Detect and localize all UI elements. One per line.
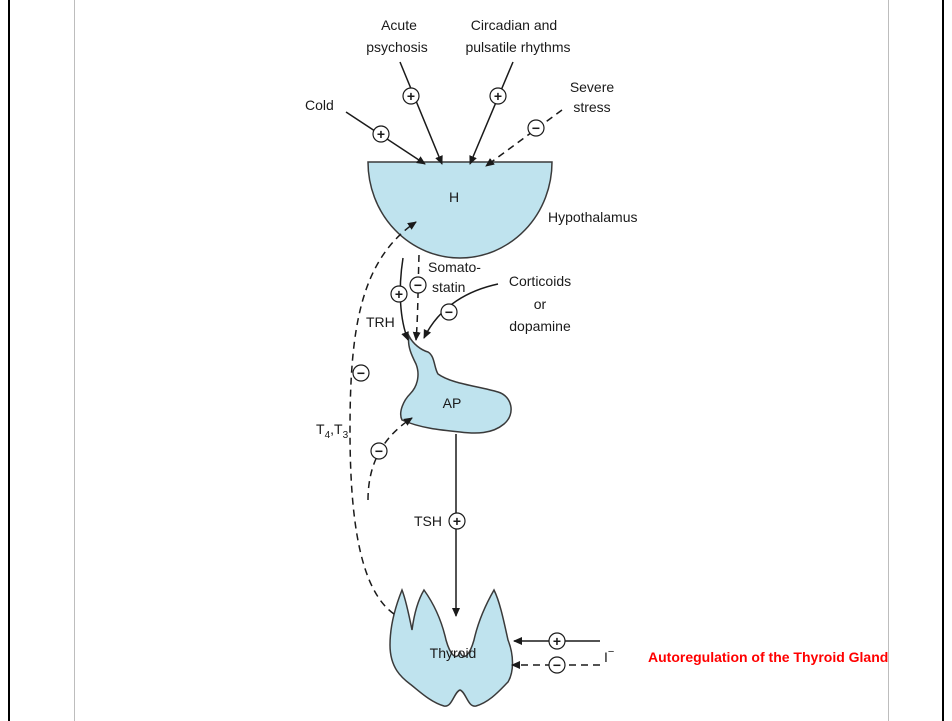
somatostatin-label-line2: statin bbox=[432, 279, 465, 295]
tsh-label: TSH bbox=[414, 513, 442, 529]
somatostatin-arrow bbox=[416, 255, 419, 340]
corticoids-label-line3: dopamine bbox=[509, 318, 571, 334]
sign-cold-plus: + bbox=[373, 126, 389, 142]
hypothalamus-letter: H bbox=[449, 189, 459, 205]
acute-psychosis-label-line1: Acute bbox=[381, 17, 417, 33]
sign-circadian-plus: + bbox=[490, 88, 506, 104]
severe-stress-label-line2: stress bbox=[573, 99, 610, 115]
trh-label: TRH bbox=[366, 314, 395, 330]
sign-severe-stress-minus: − bbox=[528, 120, 544, 136]
svg-text:+: + bbox=[553, 633, 561, 649]
sign-t4t3-hypothalamus-minus: − bbox=[353, 365, 369, 381]
svg-text:−: − bbox=[357, 365, 365, 381]
hypothalamus-label: Hypothalamus bbox=[548, 209, 638, 225]
svg-text:+: + bbox=[395, 286, 403, 302]
sign-tsh-plus: + bbox=[449, 513, 465, 529]
corticoids-label-line1: Corticoids bbox=[509, 273, 571, 289]
svg-text:+: + bbox=[407, 88, 415, 104]
anterior-pituitary-shape bbox=[401, 336, 511, 433]
svg-text:−: − bbox=[445, 304, 453, 320]
sign-somatostatin-minus: − bbox=[410, 277, 426, 293]
severe-stress-label-line1: Severe bbox=[570, 79, 615, 95]
sign-corticoids-minus: − bbox=[441, 304, 457, 320]
svg-text:+: + bbox=[494, 88, 502, 104]
circadian-label-line1: Circadian and bbox=[471, 17, 557, 33]
sign-t4t3-pituitary-minus: − bbox=[371, 443, 387, 459]
svg-text:+: + bbox=[453, 513, 461, 529]
ap-label: AP bbox=[443, 395, 462, 411]
corticoids-label-line2: or bbox=[534, 296, 547, 312]
acute-psychosis-arrow bbox=[400, 62, 442, 164]
t4t3-pituitary-feedback-arrow bbox=[368, 418, 412, 500]
iodide-label: I− bbox=[604, 646, 614, 665]
sign-acute-psychosis-plus: + bbox=[403, 88, 419, 104]
sign-iodide-plus: + bbox=[549, 633, 565, 649]
sign-iodide-minus: − bbox=[549, 657, 565, 673]
acute-psychosis-label-line2: psychosis bbox=[366, 39, 427, 55]
cold-label: Cold bbox=[305, 97, 334, 113]
sign-trh-plus: + bbox=[391, 286, 407, 302]
circadian-label-line2: pulsatile rhythms bbox=[465, 39, 570, 55]
circadian-arrow bbox=[470, 62, 513, 164]
somatostatin-label-line1: Somato- bbox=[428, 259, 481, 275]
diagram-caption: Autoregulation of the Thyroid Gland bbox=[648, 649, 888, 665]
svg-text:−: − bbox=[532, 120, 540, 136]
hypothalamus-shape bbox=[368, 162, 552, 258]
thyroid-label: Thyroid bbox=[430, 645, 477, 661]
svg-text:−: − bbox=[414, 277, 422, 293]
severe-stress-arrow bbox=[486, 110, 562, 166]
svg-text:−: − bbox=[553, 657, 561, 673]
svg-text:−: − bbox=[375, 443, 383, 459]
svg-text:+: + bbox=[377, 126, 385, 142]
t4t3-label: T4,T3 bbox=[316, 421, 349, 441]
